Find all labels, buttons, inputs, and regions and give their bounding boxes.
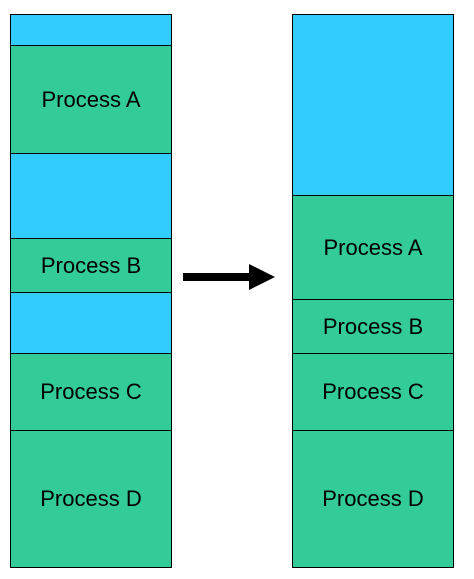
process-b-label: Process B: [322, 313, 424, 339]
process-a-label: Process A: [323, 234, 423, 260]
free-block: [293, 15, 453, 196]
free-block: [11, 154, 171, 239]
process-c-block: Process C: [293, 354, 453, 431]
memory-after-column: Process A Process B Process C Process D: [292, 14, 454, 568]
process-c-label: Process C: [40, 379, 142, 404]
free-block: [11, 15, 171, 46]
free-block: [11, 293, 171, 354]
process-b-block: Process B: [11, 239, 171, 293]
process-b-block: Process B: [293, 300, 453, 354]
process-d-label: Process D: [322, 486, 424, 511]
process-a-label: Process A: [41, 86, 141, 112]
process-d-block: Process D: [293, 431, 453, 567]
process-a-block: Process A: [11, 46, 171, 154]
process-c-label: Process C: [322, 379, 424, 404]
process-a-block: Process A: [293, 196, 453, 300]
process-d-label: Process D: [40, 486, 142, 511]
process-c-block: Process C: [11, 354, 171, 431]
process-b-label: Process B: [40, 252, 142, 278]
process-d-block: Process D: [11, 431, 171, 567]
right-arrow-icon: [183, 264, 275, 290]
memory-before-column: Process A Process B Process C Process D: [10, 14, 172, 568]
